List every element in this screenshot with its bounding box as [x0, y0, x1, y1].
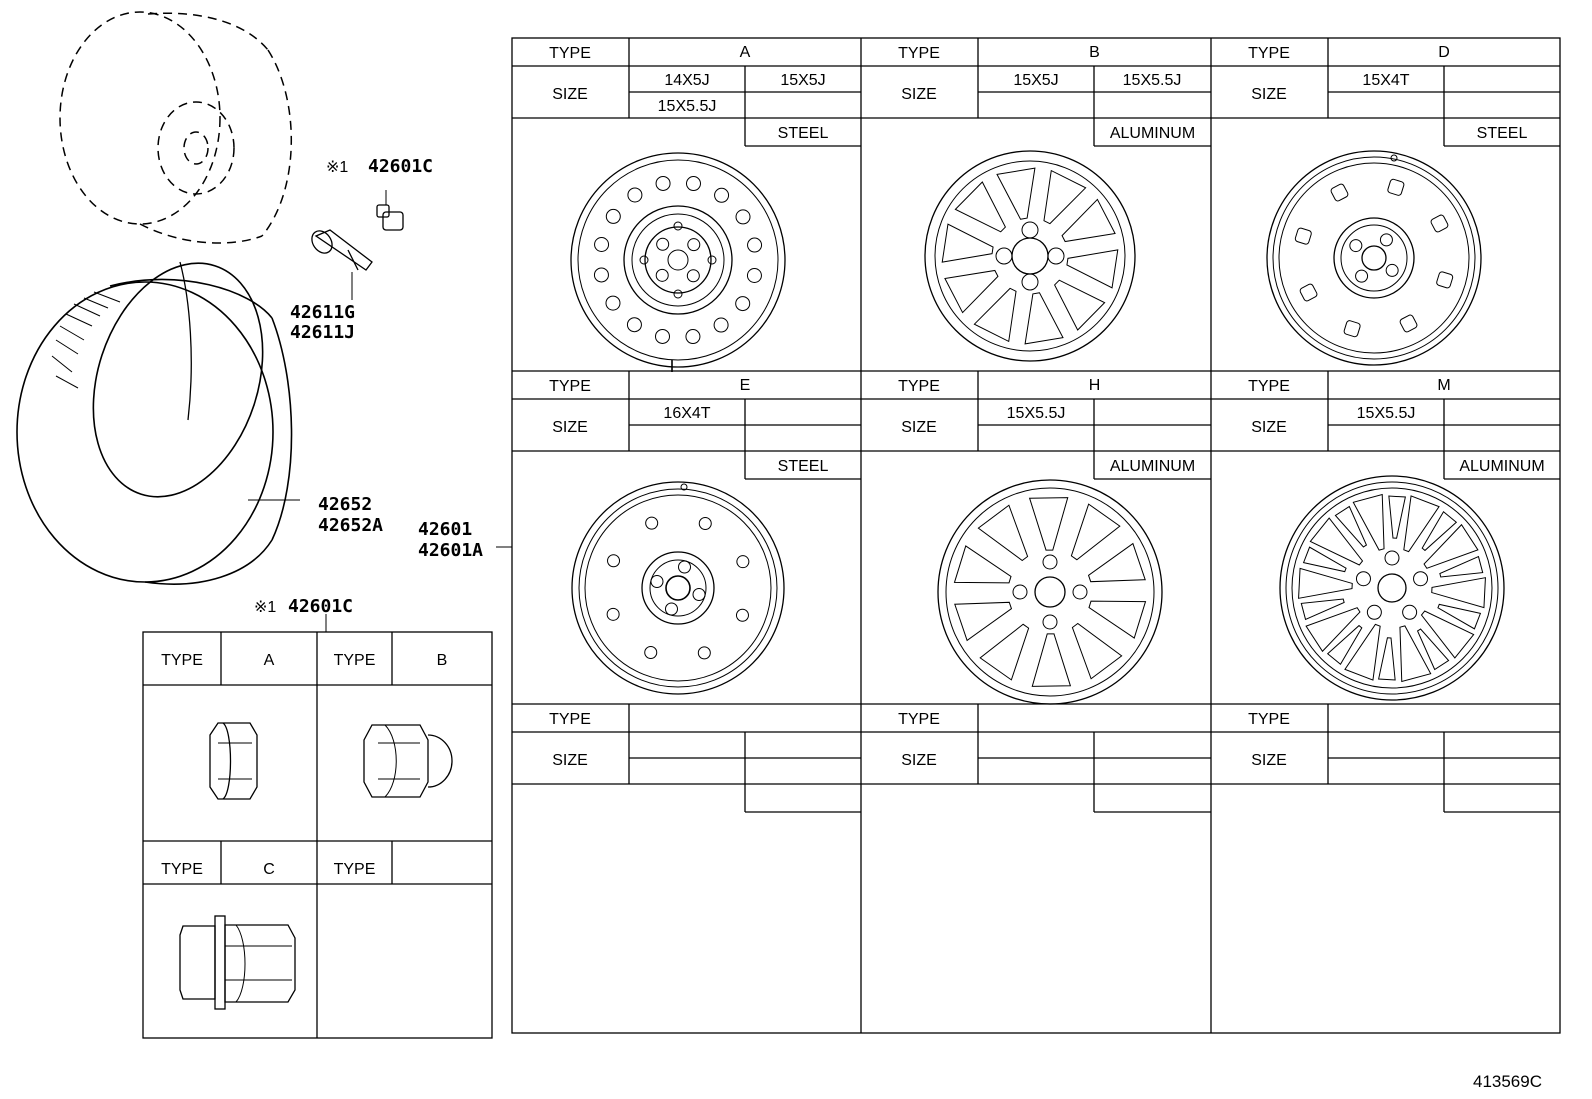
wheel-type-label: TYPE [1248, 711, 1290, 728]
wheel-code-1: 42601 [418, 519, 472, 540]
wheel-size-value: 15X4T [1362, 72, 1409, 89]
wheel-table-grid [511, 37, 1561, 1034]
wheel-m-illustration [1279, 475, 1505, 701]
wheel-size-value: 15X5J [780, 72, 825, 89]
wheel-size-label: SIZE [1251, 752, 1287, 769]
wheel-size-label: SIZE [1251, 86, 1287, 103]
valve-cap-prefix: ※1 [326, 159, 348, 176]
nut-type-label: TYPE [334, 861, 376, 878]
wheel-size-value: 16X4T [663, 405, 710, 422]
wheel-code-2: 42601A [418, 540, 483, 561]
wheel-size-value: 14X5J [664, 72, 709, 89]
wheel-type-label: TYPE [549, 45, 591, 62]
wheel-type-value: D [1438, 44, 1450, 61]
wheel-size-label: SIZE [901, 752, 937, 769]
wheel-size-value: 15X5.5J [1123, 72, 1182, 89]
diagram-id: 413569C [1473, 1072, 1542, 1091]
wheel-type-label: TYPE [1248, 45, 1290, 62]
nut-b-illustration [363, 724, 453, 798]
wheel-size-value: 15X5.5J [1007, 405, 1066, 422]
tire-code-2: 42652A [318, 515, 383, 536]
nut-type-value: A [264, 652, 275, 669]
wheel-material: STEEL [778, 125, 829, 142]
wheel-size-label: SIZE [901, 419, 937, 436]
wheel-type-value: H [1089, 377, 1101, 394]
wheel-material: ALUMINUM [1110, 458, 1195, 475]
wheel-material: ALUMINUM [1459, 458, 1544, 475]
wheel-type-value: A [740, 44, 751, 61]
wheel-type-label: TYPE [549, 378, 591, 395]
wheel-e-illustration [571, 481, 785, 695]
wheel-type-label: TYPE [898, 378, 940, 395]
nut-table-prefix: ※1 [254, 599, 276, 616]
wheel-a-illustration [570, 152, 786, 372]
wheel-size-value: 15X5.5J [658, 98, 717, 115]
wheel-size-value: 15X5J [1013, 72, 1058, 89]
nut-table-code: 42601C [288, 596, 353, 617]
tire-code-1: 42652 [318, 494, 372, 515]
wheel-h-illustration [937, 479, 1163, 705]
wheel-d-illustration [1266, 150, 1482, 366]
wheel-type-value: M [1437, 377, 1450, 394]
wheel-material: STEEL [778, 458, 829, 475]
wheel-size-label: SIZE [901, 86, 937, 103]
wheel-type-value: B [1089, 44, 1100, 61]
nut-type-label: TYPE [334, 652, 376, 669]
wheel-b-illustration [924, 150, 1136, 362]
nut-type-label: TYPE [161, 652, 203, 669]
wheel-type-label: TYPE [549, 711, 591, 728]
wheel-size-value: 15X5.5J [1357, 405, 1416, 422]
valve-cap-code: 42601C [368, 156, 433, 177]
wheel-dashed-illustration [59, 11, 293, 244]
nut-table [142, 631, 493, 1039]
wheel-type-label: TYPE [898, 45, 940, 62]
wheel-size-label: SIZE [1251, 419, 1287, 436]
wheel-type-value: E [740, 377, 751, 394]
wheel-size-label: SIZE [552, 86, 588, 103]
wheel-size-label: SIZE [552, 752, 588, 769]
valve-code-1: 42611G [290, 302, 355, 323]
valve-code-2: 42611J [290, 322, 355, 343]
nut-type-value: C [263, 861, 275, 878]
nut-type-value: B [437, 652, 448, 669]
wheel-type-label: TYPE [898, 711, 940, 728]
nut-c-illustration [179, 915, 296, 1010]
valve-cap-illustration [376, 190, 404, 231]
nut-type-label: TYPE [161, 861, 203, 878]
wheel-material: ALUMINUM [1110, 125, 1195, 142]
wheel-material: STEEL [1477, 125, 1528, 142]
tire-illustration [16, 261, 300, 585]
wheel-size-label: SIZE [552, 419, 588, 436]
valve-stem-illustration [311, 229, 373, 300]
wheel-type-label: TYPE [1248, 378, 1290, 395]
nut-a-illustration [209, 722, 258, 800]
